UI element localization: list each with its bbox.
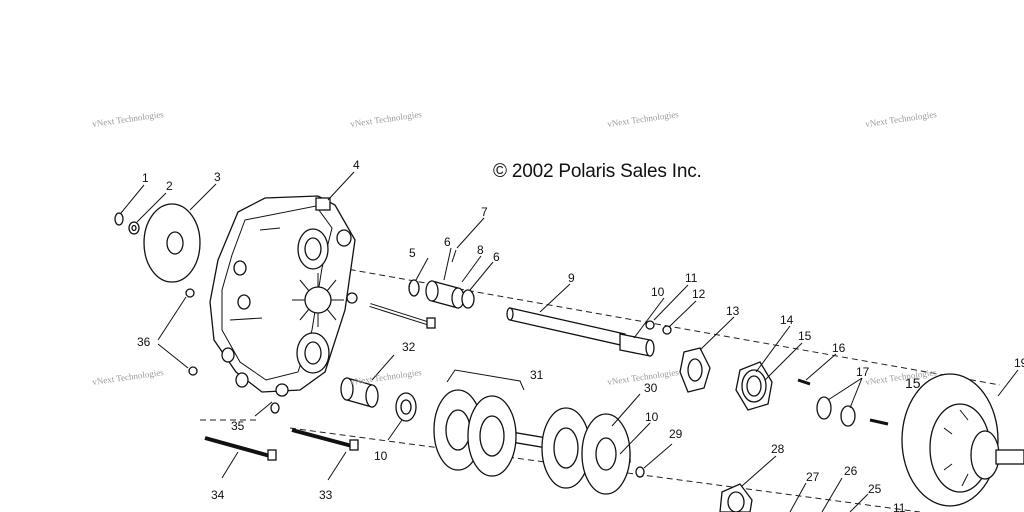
part-13-gasket — [679, 347, 711, 393]
leader-lines — [120, 171, 1019, 512]
long-bolt-upper — [369, 303, 436, 329]
copyright-notice: © 2002 Polaris Sales Inc. — [493, 161, 702, 182]
label-3: 3 — [214, 170, 221, 184]
label-19: 19 — [1014, 356, 1024, 370]
part-1-circlip — [114, 212, 124, 226]
label-11b: 11 — [893, 501, 906, 512]
label-30: 30 — [644, 381, 658, 395]
label-15a: 15 — [798, 329, 812, 343]
label-27: 27 — [806, 470, 820, 484]
part-3-disc — [143, 203, 201, 283]
part-5-oring — [408, 279, 420, 297]
label-33: 33 — [319, 488, 333, 502]
part-10-seal-lower — [395, 392, 417, 422]
label-4: 4 — [353, 158, 360, 172]
part-8-bushing — [425, 280, 465, 309]
label-14: 14 — [780, 313, 794, 327]
label-31: 31 — [530, 368, 544, 382]
label-12: 12 — [692, 287, 706, 301]
label-10a: 10 — [651, 285, 665, 299]
label-13: 13 — [726, 304, 740, 318]
label-10b: 10 — [645, 410, 659, 424]
label-36: 36 — [137, 335, 151, 349]
part-19-clutch — [901, 373, 1024, 507]
part-4-housing — [209, 195, 358, 397]
part-32-bearing — [340, 377, 379, 408]
label-9: 9 — [568, 271, 575, 285]
label-15b: 15 — [905, 375, 921, 391]
part-29-bolt — [635, 466, 645, 478]
label-11: 11 — [685, 271, 698, 285]
label-32: 32 — [402, 340, 416, 354]
label-26: 26 — [844, 464, 858, 478]
label-5: 5 — [409, 246, 416, 260]
part-31-drive-shaft — [433, 389, 631, 495]
part-16-bolt — [797, 378, 811, 386]
part-9-shaft — [506, 307, 655, 357]
part-36-nuts — [185, 288, 198, 376]
label-29: 29 — [669, 427, 683, 441]
part-12-washer — [662, 325, 672, 335]
part-35-spring — [270, 402, 280, 414]
part-33-bolt — [291, 428, 359, 451]
part-34-bolt — [204, 436, 277, 461]
part-7-pin — [451, 249, 457, 263]
label-10c: 10 — [374, 449, 388, 463]
label-6a: 6 — [444, 235, 451, 249]
label-6b: 6 — [493, 250, 500, 264]
label-34: 34 — [211, 488, 225, 502]
label-7: 7 — [481, 205, 488, 219]
part-2-washer — [128, 221, 140, 235]
part-28-flange — [719, 483, 753, 512]
part-6-oring — [461, 289, 475, 309]
label-28: 28 — [771, 442, 785, 456]
label-35: 35 — [231, 419, 245, 433]
part-14-flange — [735, 361, 773, 411]
label-8: 8 — [477, 243, 484, 257]
label-25: 25 — [868, 482, 882, 496]
label-2: 2 — [166, 179, 173, 193]
label-17: 17 — [856, 365, 870, 379]
label-16: 16 — [832, 341, 846, 355]
label-1: 1 — [142, 171, 149, 185]
part-17-rings — [816, 396, 856, 427]
part-labels: 1 2 3 4 5 6 7 8 6 9 11 10 12 13 14 15 16… — [137, 158, 1024, 512]
part-11-nut — [645, 320, 655, 330]
key-pin — [869, 418, 889, 426]
